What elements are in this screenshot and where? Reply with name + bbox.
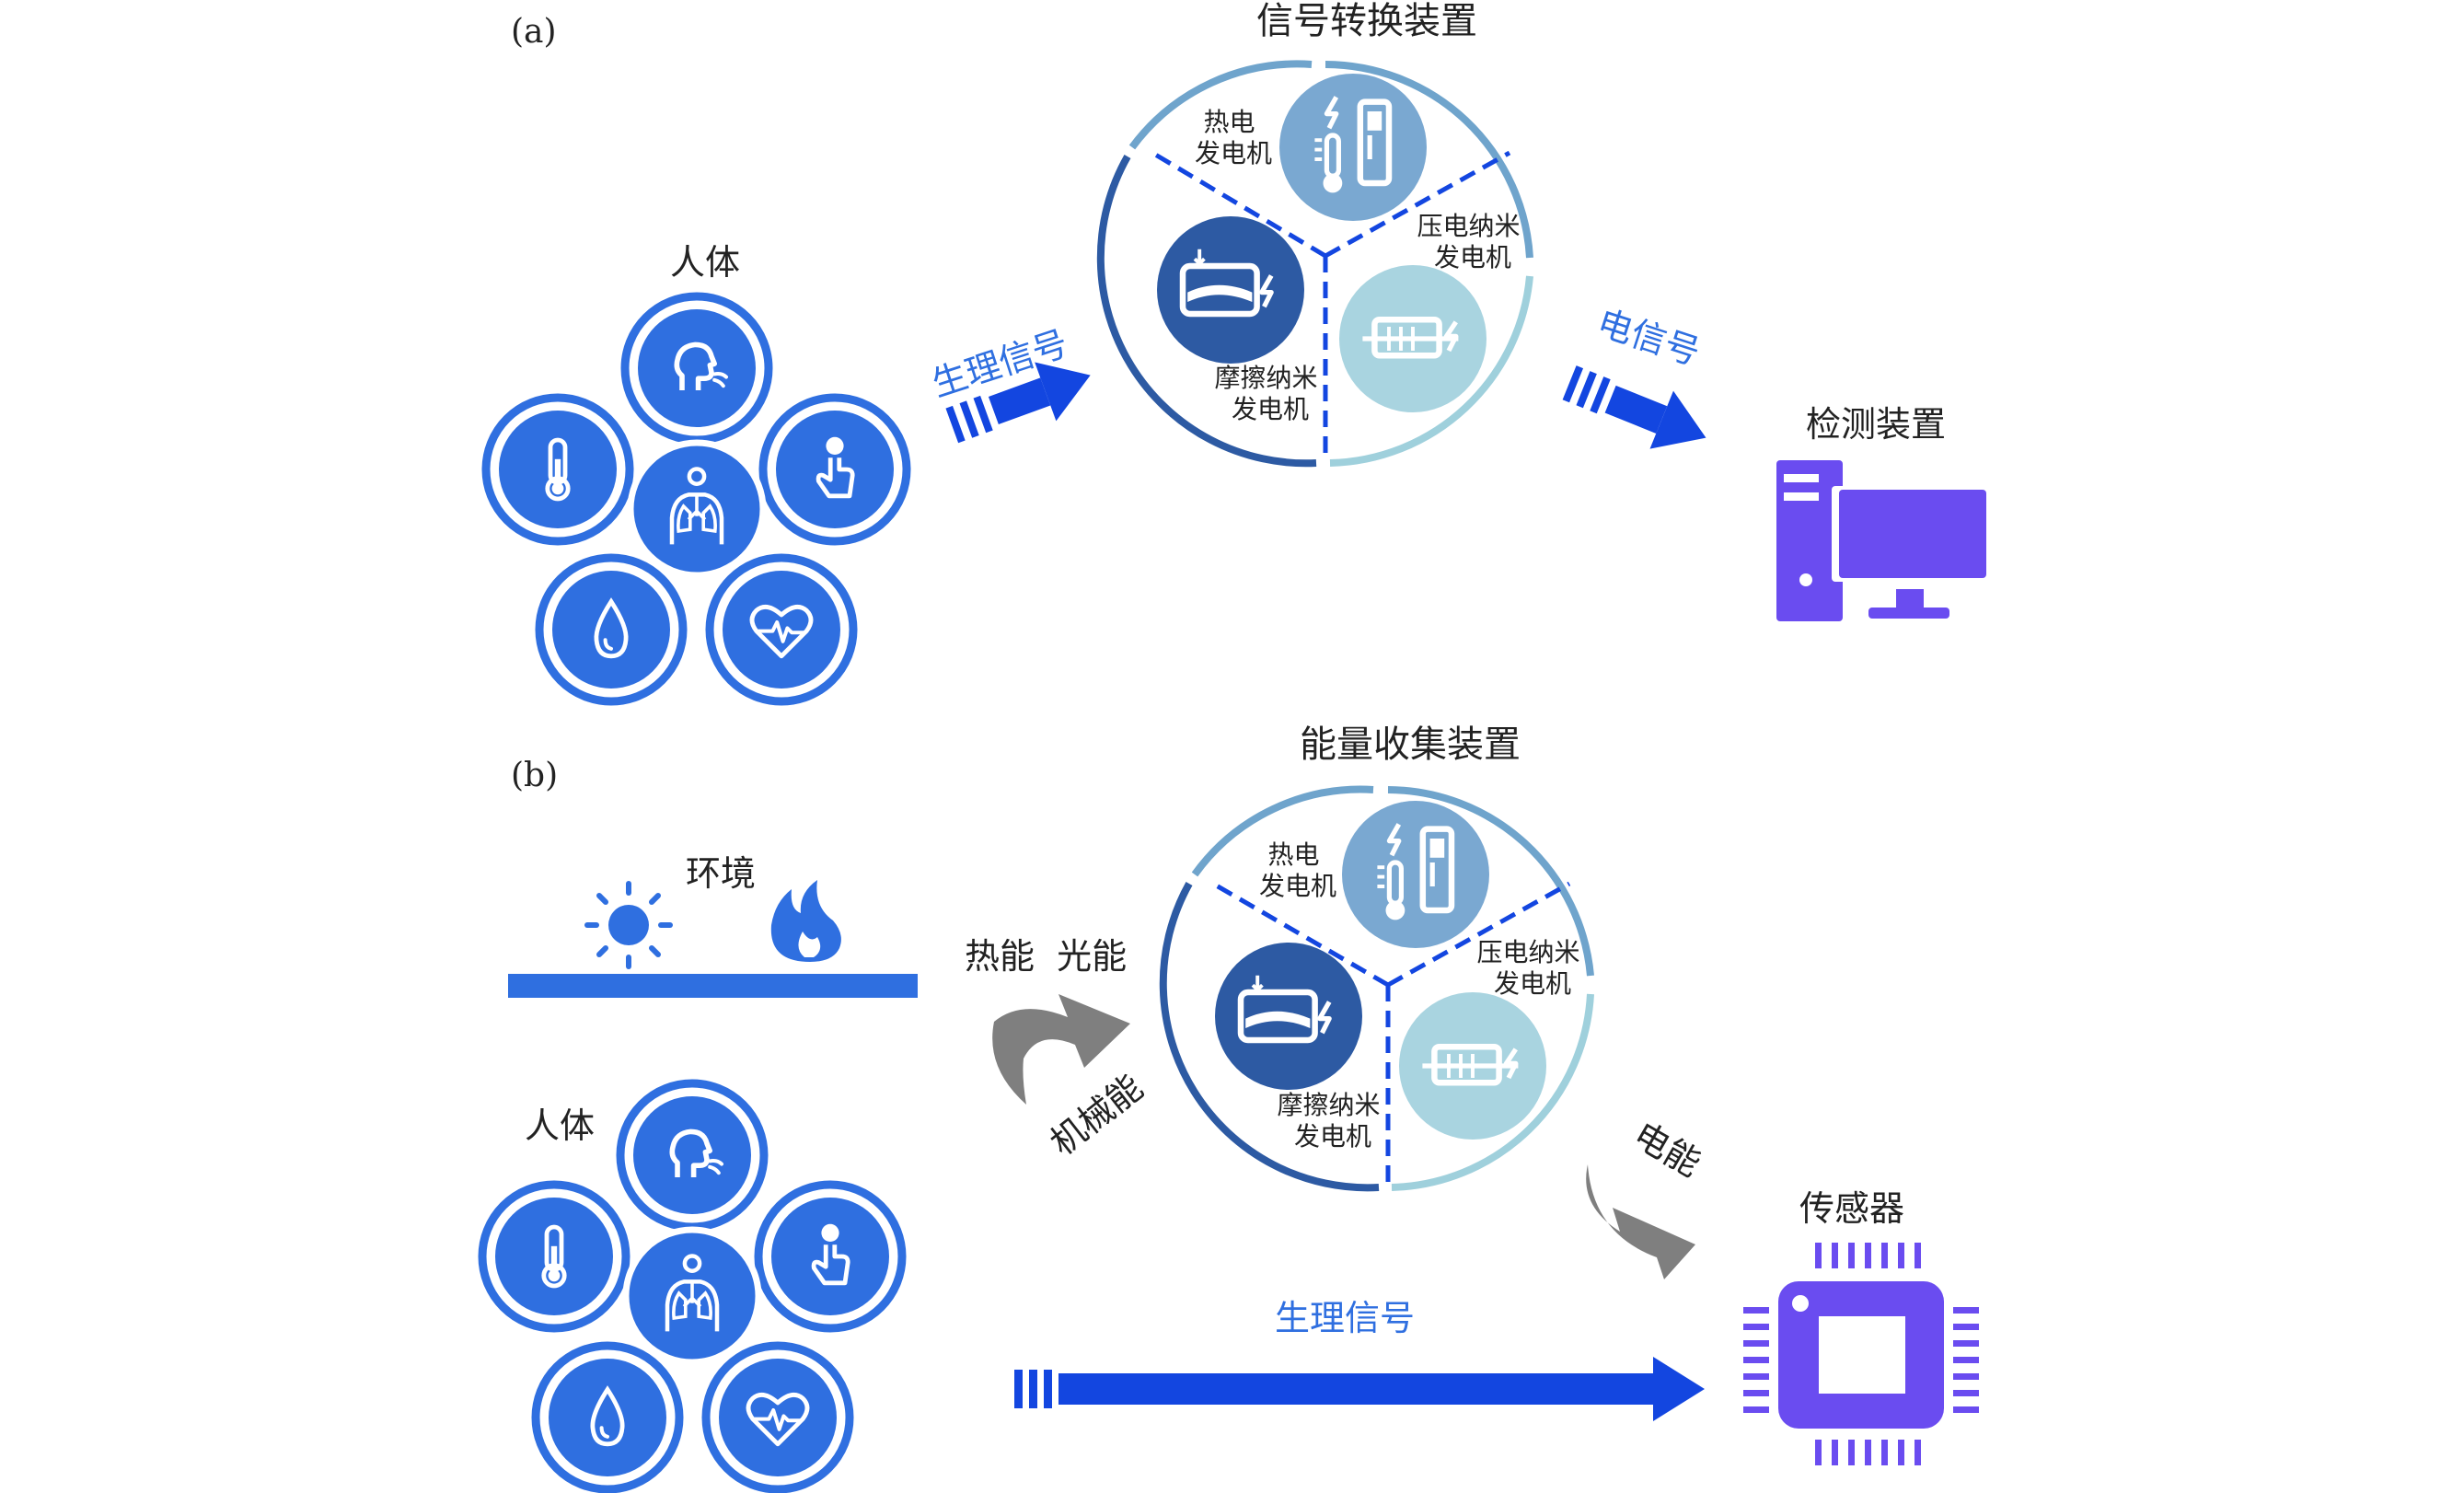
energy-input-arrow: 热能 光能 机械能 [965,936,1151,1163]
physio-signal-arrow-a: 生理信号 [927,323,1091,444]
tribo-label-b: 摩擦纳米 发电机 [1278,1090,1389,1152]
piezo-label-b-line2: 发电机 [1494,968,1571,999]
thermal-light-label: 热能 光能 [965,936,1127,977]
physio-signal-label-b: 生理信号 [1275,1298,1415,1338]
panel-a-label: (a) [511,13,557,51]
thermo-label-a-line1: 热电 [1204,107,1255,137]
thermo-label-a-line2: 发电机 [1195,138,1272,168]
tribo-label-a: 摩擦纳米 发电机 [1215,363,1326,424]
piezo-label-a-line2: 发电机 [1434,242,1511,272]
human-flower-b: 人体 [478,1079,907,1493]
sun-icon [584,881,673,969]
computer-icon [1776,460,1988,621]
harvester-wheel-b: 能量收集装置 热电 发电机 压电纳米 发电机 摩擦纳米 发电机 [1159,723,1594,1192]
sensor-device: 传感器 [1743,1188,1979,1465]
human-title-a: 人体 [670,242,740,283]
thermo-label-a: 热电 发电机 [1195,107,1272,168]
piezo-label-b: 压电纳米 发电机 [1477,937,1589,999]
detector-device: 检测装置 [1776,404,1988,621]
electric-signal-label-a: 电信号 [1592,302,1705,373]
thermo-label-b: 热电 发电机 [1259,839,1336,901]
electric-signal-arrow-a: 电信号 [1562,302,1706,449]
electric-energy-arrow: 电能 [1586,1115,1707,1279]
physio-signal-arrow-b: 生理信号 [1014,1298,1705,1421]
converter-title-a: 信号转换装置 [1256,0,1477,42]
sensor-title: 传感器 [1799,1188,1904,1229]
tribo-label-a-line2: 发电机 [1232,394,1309,424]
piezo-label-a-line1: 压电纳米 [1417,211,1521,241]
thermo-label-b-line2: 发电机 [1259,871,1336,901]
piezo-label-a: 压电纳米 发电机 [1417,211,1529,272]
tribo-label-b-line2: 发电机 [1294,1121,1371,1152]
tribo-label-a-line1: 摩擦纳米 [1215,363,1318,393]
ground-bar [508,974,918,998]
human-flower-a: 人体 [481,242,911,706]
human-title-b: 人体 [525,1105,595,1146]
chip-icon [1743,1243,1979,1465]
thermo-label-b-line1: 热电 [1268,839,1320,870]
panel-b-label: (b) [511,757,558,794]
piezo-label-b-line1: 压电纳米 [1477,937,1580,967]
environment-title: 环境 [686,853,756,894]
converter-wheel-a: 信号转换装置 热电 发电机 压电纳米 发电机 摩擦纳米 发电机 [1096,0,1533,468]
tribo-label-b-line1: 摩擦纳米 [1278,1090,1381,1120]
environment-group: 环境 [508,853,918,998]
electric-energy-label: 电能 [1626,1115,1707,1185]
harvester-title-b: 能量收集装置 [1300,723,1521,766]
detector-title: 检测装置 [1806,404,1946,445]
flame-icon [770,880,841,962]
mechanical-label: 机械能 [1043,1067,1151,1163]
